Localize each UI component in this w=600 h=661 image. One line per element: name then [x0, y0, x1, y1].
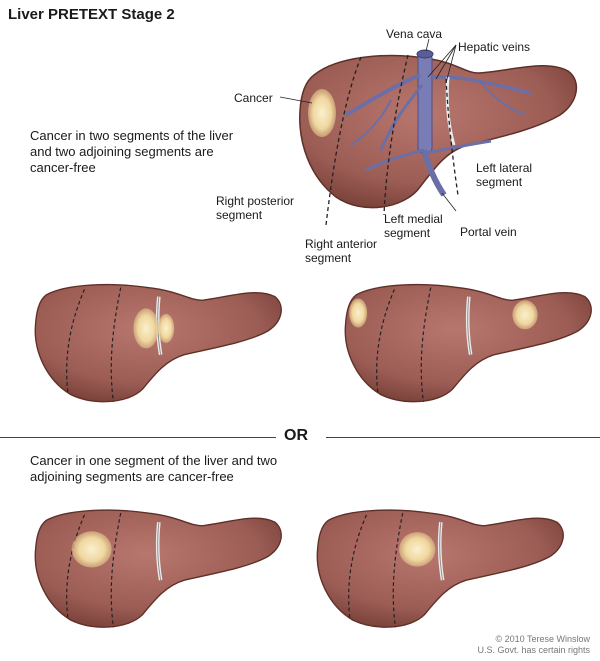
- liver-diagram-middle-right: [343, 282, 594, 404]
- liver-diagram-top: [279, 38, 578, 226]
- hepatic-vein-left: [344, 73, 421, 117]
- description-bottom: Cancer in one segment of the liver and t…: [30, 453, 278, 484]
- liver-diagram-bottom-right: [315, 508, 566, 630]
- liver-diagram-bottom-left: [33, 508, 284, 630]
- label-portal-vein: Portal vein: [460, 225, 517, 239]
- description-top: Cancer in two segments of the liver and …: [30, 128, 234, 175]
- copyright-credit: © 2010 Terese Winslow U.S. Govt. has cer…: [477, 634, 590, 656]
- hepatic-vein-right: [431, 74, 532, 95]
- vena-cava-vessel: [417, 52, 433, 154]
- label-hepatic-veins: Hepatic veins: [458, 40, 531, 54]
- dashed-line-right-posterior: [325, 56, 362, 226]
- liver-diagram-middle-left: [33, 282, 284, 404]
- page-title: Liver PRETEXT Stage 2: [8, 6, 175, 23]
- label-right-anterior: Right anterior segment: [305, 237, 378, 265]
- divider-label: OR: [284, 427, 308, 444]
- label-right-posterior: Right posterior segment: [216, 194, 295, 222]
- cancer-tumor: [308, 89, 336, 137]
- cancer-tumor: [133, 308, 159, 349]
- cancer-tumor: [71, 531, 112, 568]
- label-vena-cava: Vena cava: [386, 27, 443, 41]
- label-left-medial: Left medial segment: [384, 212, 443, 240]
- divider-line-left: [0, 437, 276, 438]
- divider-line-right: [326, 437, 600, 438]
- label-cancer: Cancer: [234, 91, 273, 105]
- portal-vein-vessel: [421, 149, 447, 197]
- credit-line-1: © 2010 Terese Winslow: [495, 634, 590, 644]
- cancer-tumor: [349, 298, 368, 328]
- cancer-tumor: [512, 300, 538, 330]
- cancer-tumor: [399, 532, 436, 567]
- dashed-line-left-medial: [445, 78, 459, 196]
- label-left-lateral: Left lateral segment: [476, 161, 533, 189]
- credit-line-2: U.S. Govt. has certain rights: [477, 645, 590, 655]
- cancer-tumor: [157, 313, 175, 343]
